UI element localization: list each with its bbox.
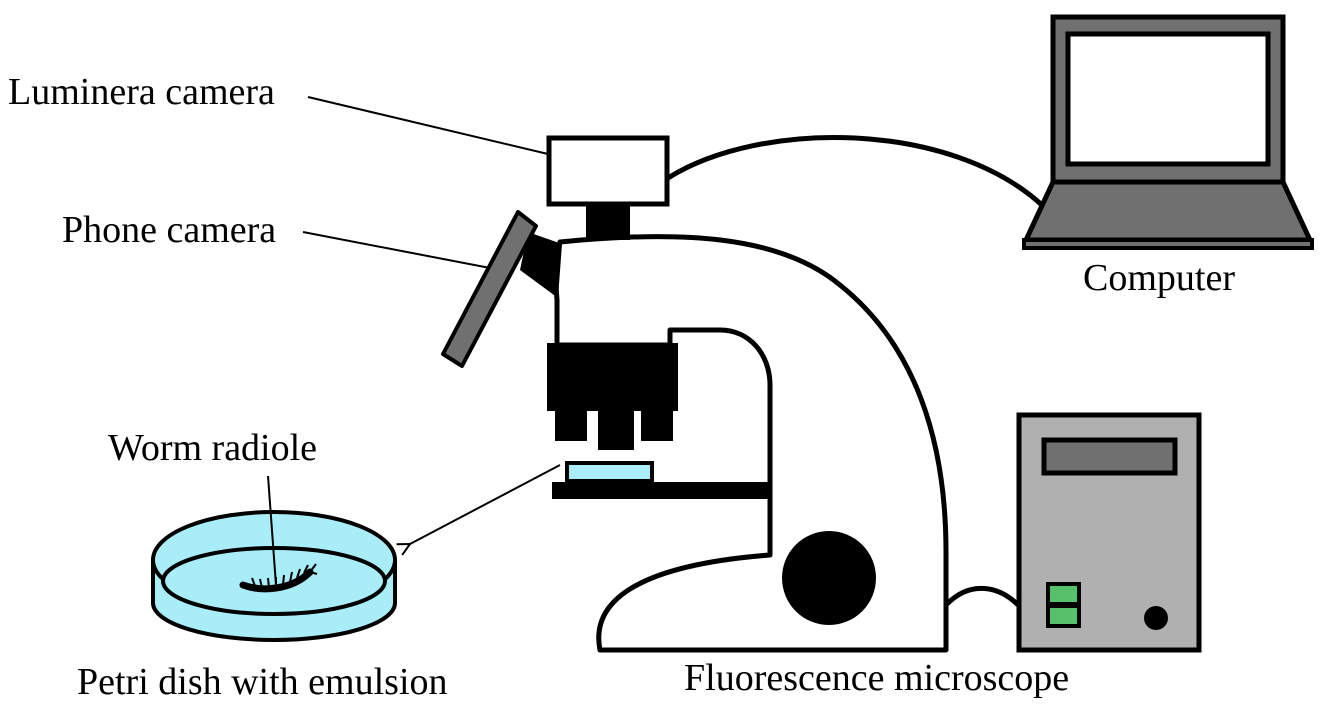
phone-camera-label: Phone camera [62,209,276,251]
objective-lens-right [641,408,673,441]
indicator-light-bottom [1046,604,1081,628]
power-cable [944,586,1023,610]
power-supply-display [1041,437,1178,476]
worm-radiole-label: Worm radiole [108,427,317,469]
petri-dish-label: Petri dish with emulsion [77,661,448,703]
microscope-stage [552,482,770,499]
camera-computer-cable [666,135,1045,208]
worm-radiole [239,568,314,593]
laptop-screen [1065,31,1271,167]
camera-mount-tube [586,203,630,240]
luminera-camera-leader [307,96,549,155]
objective-turret [547,343,678,411]
slide-to-dish-arrow [410,464,561,544]
objective-lens-left [555,408,587,441]
power-knob [1144,606,1168,630]
laptop-front-edge [1022,238,1314,250]
phone-mount-arm [520,232,562,298]
focus-knob [782,531,876,625]
computer-label: Computer [1083,257,1235,299]
microscope-label: Fluorescence microscope [684,657,1069,699]
indicator-light-top [1046,582,1081,606]
petri-dish [151,510,397,642]
laptop-computer [1022,14,1314,250]
sample-slide [565,461,654,483]
phone-camera [441,210,538,368]
objective-lens-center [598,408,634,450]
laptop-keyboard-base [1022,179,1314,243]
worm-radiole-leader [267,475,277,586]
fluorescence-microscope [520,203,949,653]
luminera-camera [546,135,670,207]
luminera-camera-label: Luminera camera [8,71,275,113]
light-source-unit [944,412,1202,653]
phone-camera-leader [302,231,491,269]
